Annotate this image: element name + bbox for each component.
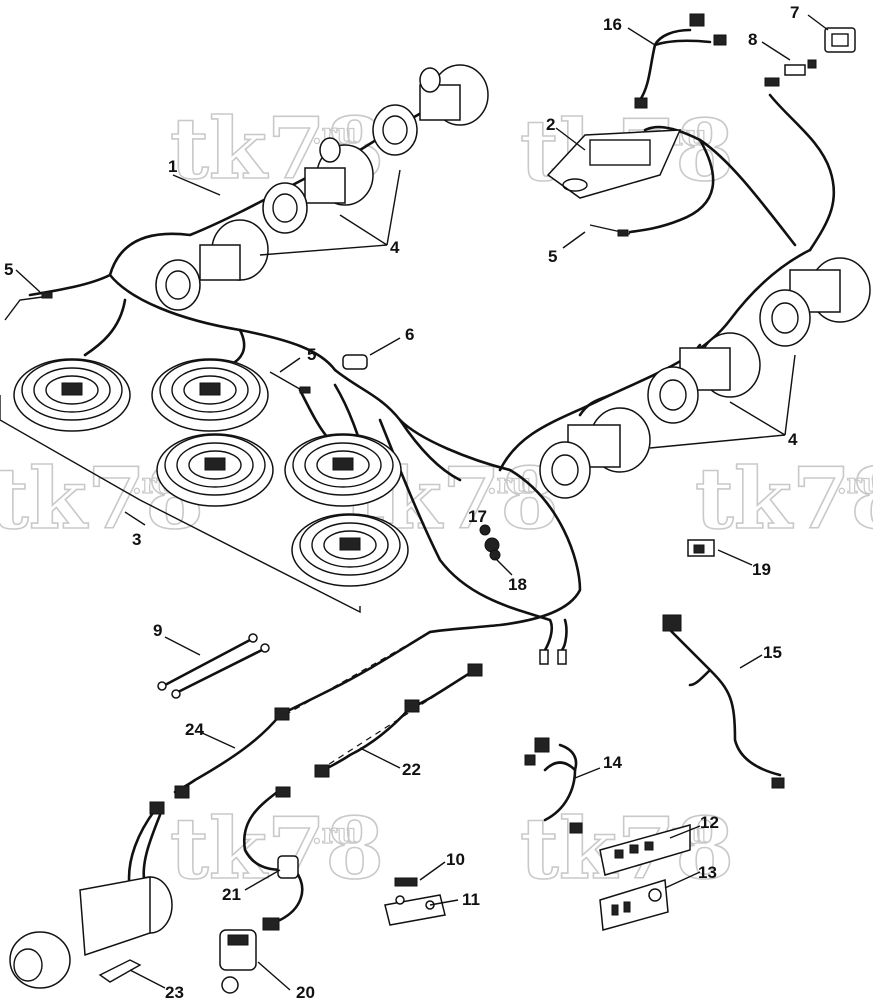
relay [687, 539, 715, 557]
connector [662, 614, 785, 789]
svg-text:.ru: .ru [487, 467, 532, 500]
blower-units-right [539, 257, 871, 499]
callout-17: 17 [468, 507, 487, 526]
callout-6: 6 [405, 325, 414, 344]
inline-fuse [764, 59, 817, 87]
blower-unit [539, 407, 651, 499]
pressure-switch [219, 929, 257, 994]
watermark: tk78.ru [694, 448, 873, 549]
callout-22: 22 [402, 760, 421, 779]
connector [262, 786, 299, 931]
callout-8: 8 [748, 30, 757, 49]
fan [284, 433, 402, 507]
watermark: tk78.ru [169, 798, 385, 899]
callout-10: 10 [446, 850, 465, 869]
callout-16: 16 [603, 15, 622, 34]
connector [524, 737, 583, 834]
callout-18: 18 [508, 575, 527, 594]
fuse-holder [342, 354, 368, 370]
callout-19: 19 [752, 560, 771, 579]
blower-unit [759, 257, 871, 347]
watermark-group: tk78.ru tk78.ru tk78.ru tk78.ru tk78.ru … [0, 98, 873, 899]
svg-text:.ru: .ru [837, 467, 873, 500]
connector [634, 13, 727, 109]
callout-21: 21 [222, 885, 241, 904]
main-harness [28, 28, 836, 922]
temp-sensor [269, 371, 311, 394]
callouts: 1 2 3 4 4 5 5 5 6 7 8 9 10 11 12 13 14 1… [4, 3, 799, 1000]
connector [149, 663, 483, 815]
rocker-switch [824, 27, 856, 53]
control-panel [599, 824, 691, 876]
control-panel [599, 879, 669, 931]
callout-15: 15 [763, 643, 782, 662]
callout-5: 5 [4, 260, 13, 279]
small-parts [4, 13, 856, 994]
callout-24: 24 [185, 720, 204, 739]
svg-text:.ru: .ru [312, 817, 357, 850]
fan [13, 358, 131, 432]
fan-group [0, 358, 409, 614]
callout-4: 4 [788, 430, 798, 449]
callout-5: 5 [548, 247, 557, 266]
blower-unit [319, 67, 441, 163]
fan [156, 433, 274, 507]
ground-strap [157, 633, 270, 699]
callout-14: 14 [603, 753, 622, 772]
callout-23: 23 [165, 983, 184, 1000]
fan [291, 513, 409, 587]
callout-7: 7 [790, 3, 799, 22]
callout-2: 2 [546, 115, 555, 134]
terminal-block [384, 877, 446, 926]
blower-units-left [155, 64, 489, 311]
svg-text:tk78: tk78 [170, 799, 384, 898]
connector [539, 649, 567, 665]
callout-5: 5 [307, 345, 316, 364]
blower-unit [155, 219, 269, 311]
motor-pump [9, 876, 173, 989]
callout-20: 20 [296, 983, 315, 1000]
callout-1: 1 [168, 157, 177, 176]
grommet [479, 524, 501, 561]
temp-sensor [4, 291, 53, 321]
temp-sensor [589, 224, 631, 237]
blower-unit [647, 332, 761, 424]
callout-3: 3 [132, 530, 141, 549]
callout-11: 11 [462, 890, 480, 909]
callout-9: 9 [153, 621, 162, 640]
fan [151, 358, 269, 432]
callout-4: 4 [390, 238, 400, 257]
svg-text:tk78: tk78 [695, 449, 873, 548]
callout-12: 12 [700, 813, 719, 832]
leader-lines [15, 14, 829, 991]
callout-13: 13 [698, 863, 717, 882]
dashed-connections [284, 631, 476, 771]
